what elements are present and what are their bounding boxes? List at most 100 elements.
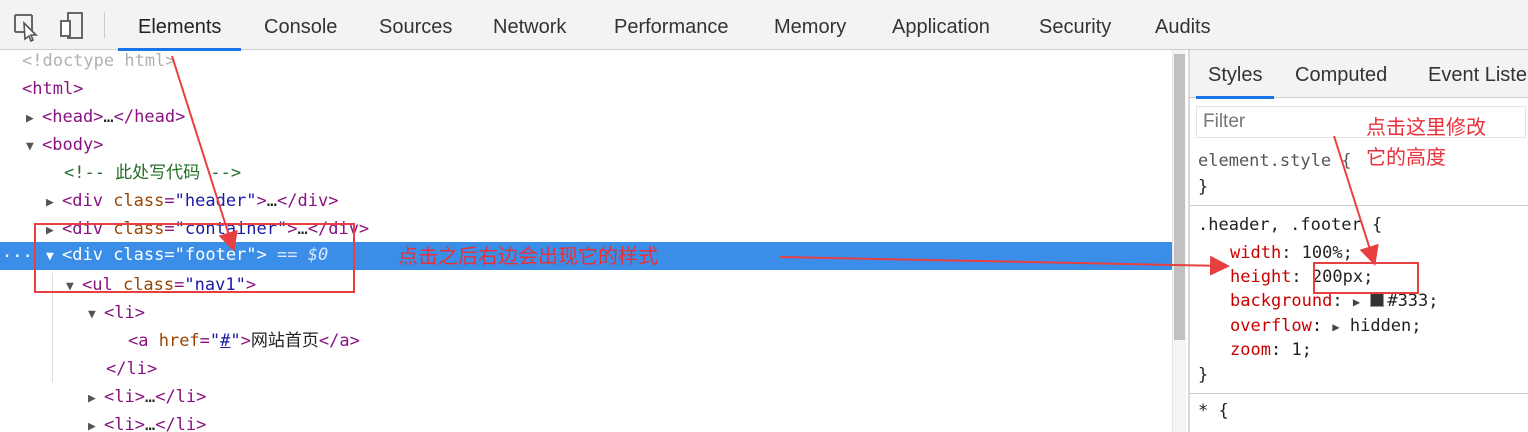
prop-value[interactable]: 100%; (1301, 243, 1353, 263)
prop-name: overflow (1230, 316, 1312, 336)
expand-arrow-icon[interactable]: ▶ (88, 419, 96, 432)
tag-end: > (245, 275, 257, 295)
device-toolbar-icon[interactable] (56, 8, 88, 42)
li-close-tag: </li> (155, 415, 207, 432)
expand-shorthand-icon[interactable]: ▶ (1352, 295, 1361, 309)
prop-name: zoom (1230, 340, 1271, 360)
attr-eq: = (164, 191, 175, 211)
dom-node-doctype[interactable]: <!doctype html> (0, 51, 1172, 79)
collapse-arrow-icon[interactable]: ▼ (46, 249, 54, 264)
collapse-arrow-icon[interactable]: ▼ (66, 279, 74, 294)
attr-eq: = (174, 275, 185, 295)
dom-node-ul[interactable]: ▼<ul class="nav1"> (0, 275, 1172, 303)
attr-name-href: href (158, 331, 200, 351)
height-value[interactable]: 200px; (1311, 267, 1374, 287)
header-footer-rule-selector[interactable]: .header, .footer { (1198, 215, 1383, 235)
quote: " (277, 219, 288, 239)
prop-value[interactable]: 1; (1291, 340, 1312, 360)
prop-value[interactable]: #333; (1387, 291, 1439, 311)
css-prop-height[interactable]: height: 200px; (1230, 267, 1374, 287)
dom-node-head[interactable]: ▶<head>…</head> (0, 107, 1172, 135)
body-open-tag: <body> (42, 135, 104, 155)
expand-arrow-icon[interactable]: ▶ (46, 223, 54, 238)
collapse-arrow-icon[interactable]: ▼ (88, 307, 96, 322)
inspect-pointer-icon[interactable] (10, 8, 42, 42)
tab-console[interactable]: Console (264, 16, 338, 38)
tag-end: > (287, 219, 298, 239)
prop-value[interactable]: hidden; (1349, 316, 1422, 336)
attr-name: class (113, 191, 165, 211)
collapsed-ellipsis: … (144, 415, 156, 432)
tab-elements[interactable]: Elements (117, 0, 242, 51)
dom-node-comment[interactable]: <!-- 此处写代码 --> (0, 163, 1172, 191)
element-style-rule[interactable]: element.style { (1198, 150, 1352, 172)
css-prop-zoom[interactable]: zoom: 1; (1230, 340, 1312, 360)
div-open-tag: <div (62, 191, 114, 211)
doctype-text: <!doctype html> (22, 51, 176, 71)
color-swatch-icon[interactable] (1370, 293, 1385, 307)
ul-open-tag: <ul (82, 275, 123, 295)
collapse-arrow-icon[interactable]: ▼ (26, 139, 34, 154)
a-close-tag: </a> (318, 331, 360, 351)
dom-node-html[interactable]: <html> (0, 79, 1172, 107)
attr-value-header: header (184, 191, 247, 211)
attr-eq: = (199, 331, 210, 351)
tab-sources[interactable]: Sources (379, 16, 453, 38)
annotation-box-footer-node (34, 223, 355, 293)
collapsed-ellipsis: … (266, 191, 278, 211)
prop-name: width (1230, 243, 1282, 263)
dom-node-anchor[interactable]: <a href="#">网站首页</a> (0, 331, 1172, 359)
attr-name: class (113, 245, 165, 265)
li-open-tag: <li> (104, 387, 145, 407)
li-close-tag: </li> (106, 359, 158, 379)
toolbar-divider (104, 12, 105, 38)
tab-styles[interactable]: Styles (1195, 50, 1276, 99)
expand-arrow-icon[interactable]: ▶ (46, 195, 54, 210)
tag-end: > (256, 245, 267, 265)
tab-memory[interactable]: Memory (774, 16, 847, 38)
elements-scrollbar-thumb[interactable] (1174, 54, 1185, 340)
attr-eq: = (164, 245, 175, 265)
dom-node-header-div[interactable]: ▶<div class="header">…</div> (0, 191, 1172, 219)
href-link[interactable]: # (220, 331, 231, 351)
attr-value-nav: nav1 (194, 275, 236, 295)
css-prop-background[interactable]: background: ▶ #333; (1230, 291, 1439, 311)
prop-name: height (1230, 267, 1292, 287)
sidebar-tab-bar: Styles Computed Event Liste (1190, 50, 1528, 99)
dom-node-body[interactable]: ▼ <body> (0, 135, 1172, 163)
div-close-tag: </div> (277, 191, 339, 211)
html-comment: <!-- 此处写代码 --> (64, 163, 242, 183)
quote: " (174, 191, 185, 211)
universal-rule-selector[interactable]: * { (1198, 401, 1229, 421)
dom-node-li-open[interactable]: ▼ <li> (0, 303, 1172, 331)
node-actions-dots[interactable]: ... (2, 242, 33, 262)
tab-audits[interactable]: Audits (1155, 16, 1211, 38)
tab-computed[interactable]: Computed (1295, 64, 1388, 86)
tab-event-listeners[interactable]: Event Liste (1428, 64, 1527, 86)
expand-arrow-icon[interactable]: ▶ (26, 111, 34, 126)
styles-filter-input[interactable] (1196, 106, 1526, 138)
collapsed-ellipsis: … (103, 107, 114, 127)
devtools-tab-bar: Elements Console Sources Network Perform… (0, 0, 1528, 51)
dom-node-li-collapsed[interactable]: ▶<li>…</li> (0, 415, 1172, 432)
annotation-note-middle: 点击之后右边会出现它的样式 (398, 244, 658, 268)
tab-application[interactable]: Application (892, 16, 990, 38)
li-open-tag: <li> (104, 303, 145, 323)
css-prop-width[interactable]: width: 100%; (1230, 243, 1353, 263)
collapsed-ellipsis: … (144, 387, 156, 407)
quote: " (246, 191, 257, 211)
tab-performance[interactable]: Performance (614, 16, 729, 38)
css-prop-overflow[interactable]: overflow: ▶ hidden; (1230, 316, 1422, 336)
dom-node-li-collapsed[interactable]: ▶<li>…</li> (0, 387, 1172, 415)
prop-name: background (1230, 291, 1333, 311)
tag-end: > (256, 191, 267, 211)
panel-splitter[interactable] (1188, 50, 1190, 432)
annotation-note-right-line2: 它的高度 (1366, 145, 1446, 169)
head-close-tag: </head> (113, 107, 186, 127)
expand-shorthand-icon[interactable]: ▶ (1332, 320, 1340, 334)
tab-network[interactable]: Network (493, 16, 567, 38)
tab-security[interactable]: Security (1039, 16, 1112, 38)
dom-node-li-close[interactable]: </li> (0, 359, 1172, 387)
styles-sidebar: Styles Computed Event Liste element.styl… (1190, 50, 1528, 432)
expand-arrow-icon[interactable]: ▶ (88, 391, 96, 406)
